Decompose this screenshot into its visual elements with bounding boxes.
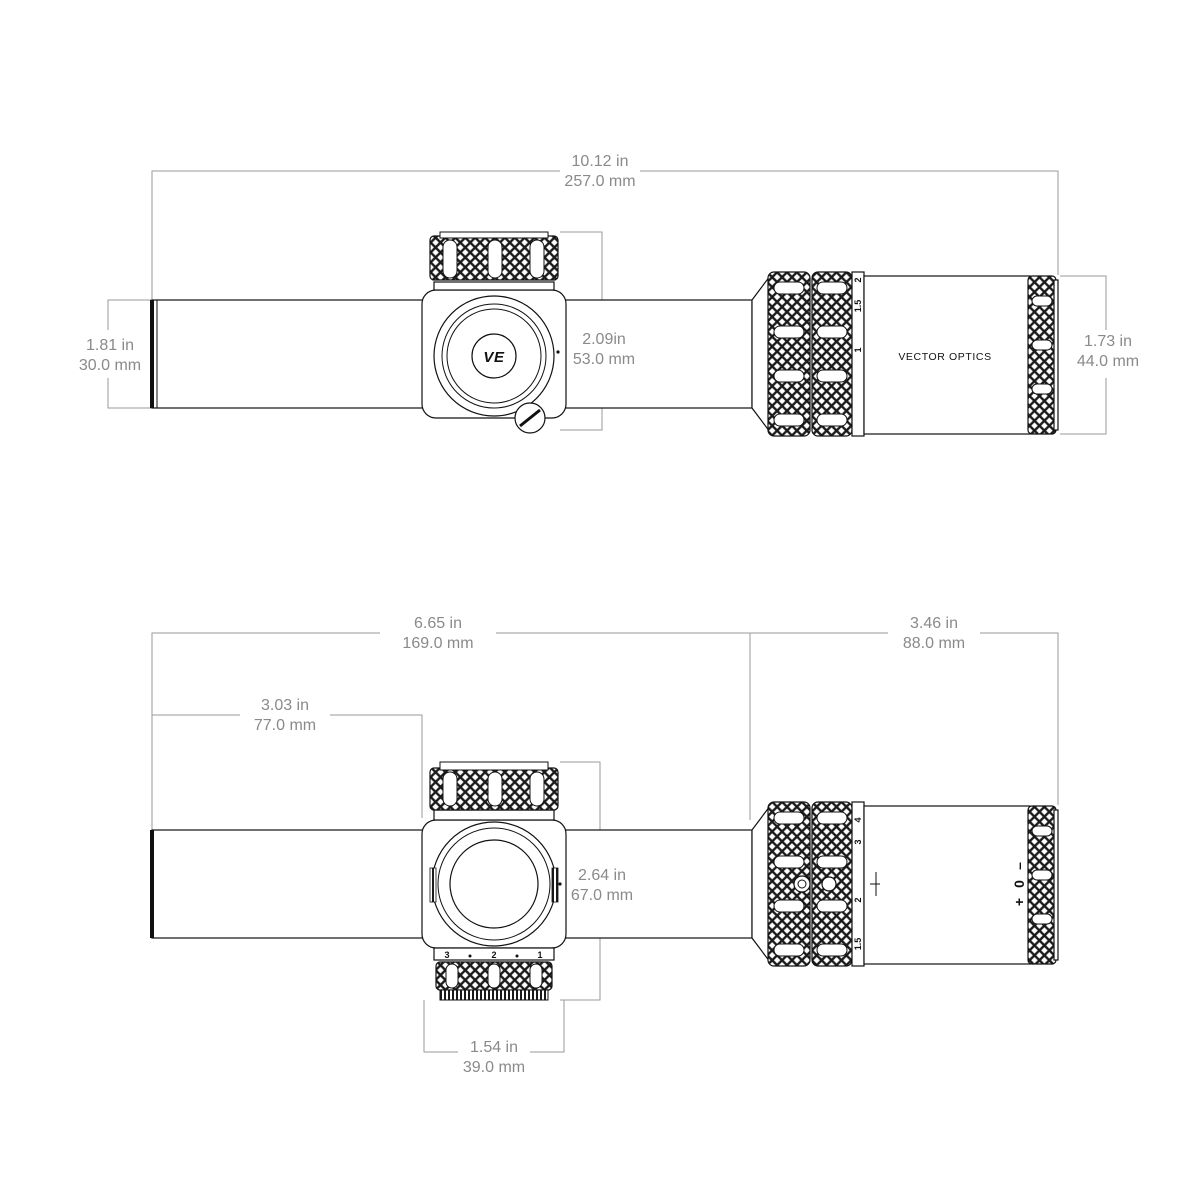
side-view: 3 2 1 4 3 2 1.5 <box>150 615 1059 1076</box>
diopter-mark: 0 <box>1011 880 1027 888</box>
objective-to-ring-in: 6.65 in <box>414 615 462 632</box>
brand-logo: VECTOR OPTICS <box>898 351 991 363</box>
tube-diameter-in: 1.81 in <box>86 337 134 354</box>
mag-scale-label: 3 <box>853 839 863 844</box>
turret-width-mm: 39.0 mm <box>463 1059 525 1076</box>
turret-neck <box>433 281 555 291</box>
overall-length-in: 10.12 in <box>572 153 629 170</box>
objective-end <box>150 300 154 408</box>
turret-logo: VE <box>483 349 505 366</box>
illum-scale-label: 1 <box>537 950 542 960</box>
mag-scale-label: 1 <box>853 347 863 352</box>
objective-end-side <box>150 830 154 938</box>
ve-logo-icon <box>471 333 517 379</box>
illum-scale-label: 3 <box>444 950 449 960</box>
turret-height-side-mm: 67.0 mm <box>571 887 633 904</box>
mag-scale-label: 2 <box>853 897 863 902</box>
eyepiece-body-side <box>863 805 1031 965</box>
mag-scale-label: 2 <box>853 277 863 282</box>
turret-height-mm: 53.0 mm <box>573 351 635 368</box>
mag-scale-label: 1.5 <box>853 938 863 951</box>
mag-scale-band <box>851 271 865 437</box>
tube-diameter-mm: 30.0 mm <box>79 357 141 374</box>
objective-to-turret-mm: 77.0 mm <box>254 717 316 734</box>
eyepiece-taper-side <box>751 804 771 964</box>
eyepiece-body <box>863 275 1031 435</box>
turret-width-in: 1.54 in <box>470 1039 518 1056</box>
eyepiece-diameter-mm: 44.0 mm <box>1077 353 1139 370</box>
illum-scale-label: 2 <box>491 950 496 960</box>
side-dimension-lines <box>151 632 1059 1053</box>
turret-height-side-in: 2.64 in <box>578 867 626 884</box>
eyepiece-length-mm: 88.0 mm <box>903 635 965 652</box>
turret-height-in: 2.09in <box>582 331 626 348</box>
battery-cap <box>439 989 549 1001</box>
throw-lever <box>793 875 811 893</box>
objective-to-turret-in: 3.03 in <box>261 697 309 714</box>
diopter-mark: – <box>1011 862 1027 870</box>
eyepiece-diameter-in: 1.73 in <box>1084 333 1132 350</box>
mag-scale-label: 1.5 <box>853 300 863 313</box>
diopter-mark: + <box>1011 898 1027 906</box>
power-ring-rear <box>811 271 853 437</box>
overall-length-mm: 257.0 mm <box>564 173 635 190</box>
top-view: VE 1.5 1 2 VECTOR OPTICS <box>79 153 1139 437</box>
power-ring-front <box>767 271 811 437</box>
mag-scale-label: 4 <box>853 817 863 822</box>
eyepiece-taper <box>751 274 771 434</box>
objective-to-ring-mm: 169.0 mm <box>402 635 473 652</box>
eyepiece-length-in: 3.46 in <box>910 615 958 632</box>
